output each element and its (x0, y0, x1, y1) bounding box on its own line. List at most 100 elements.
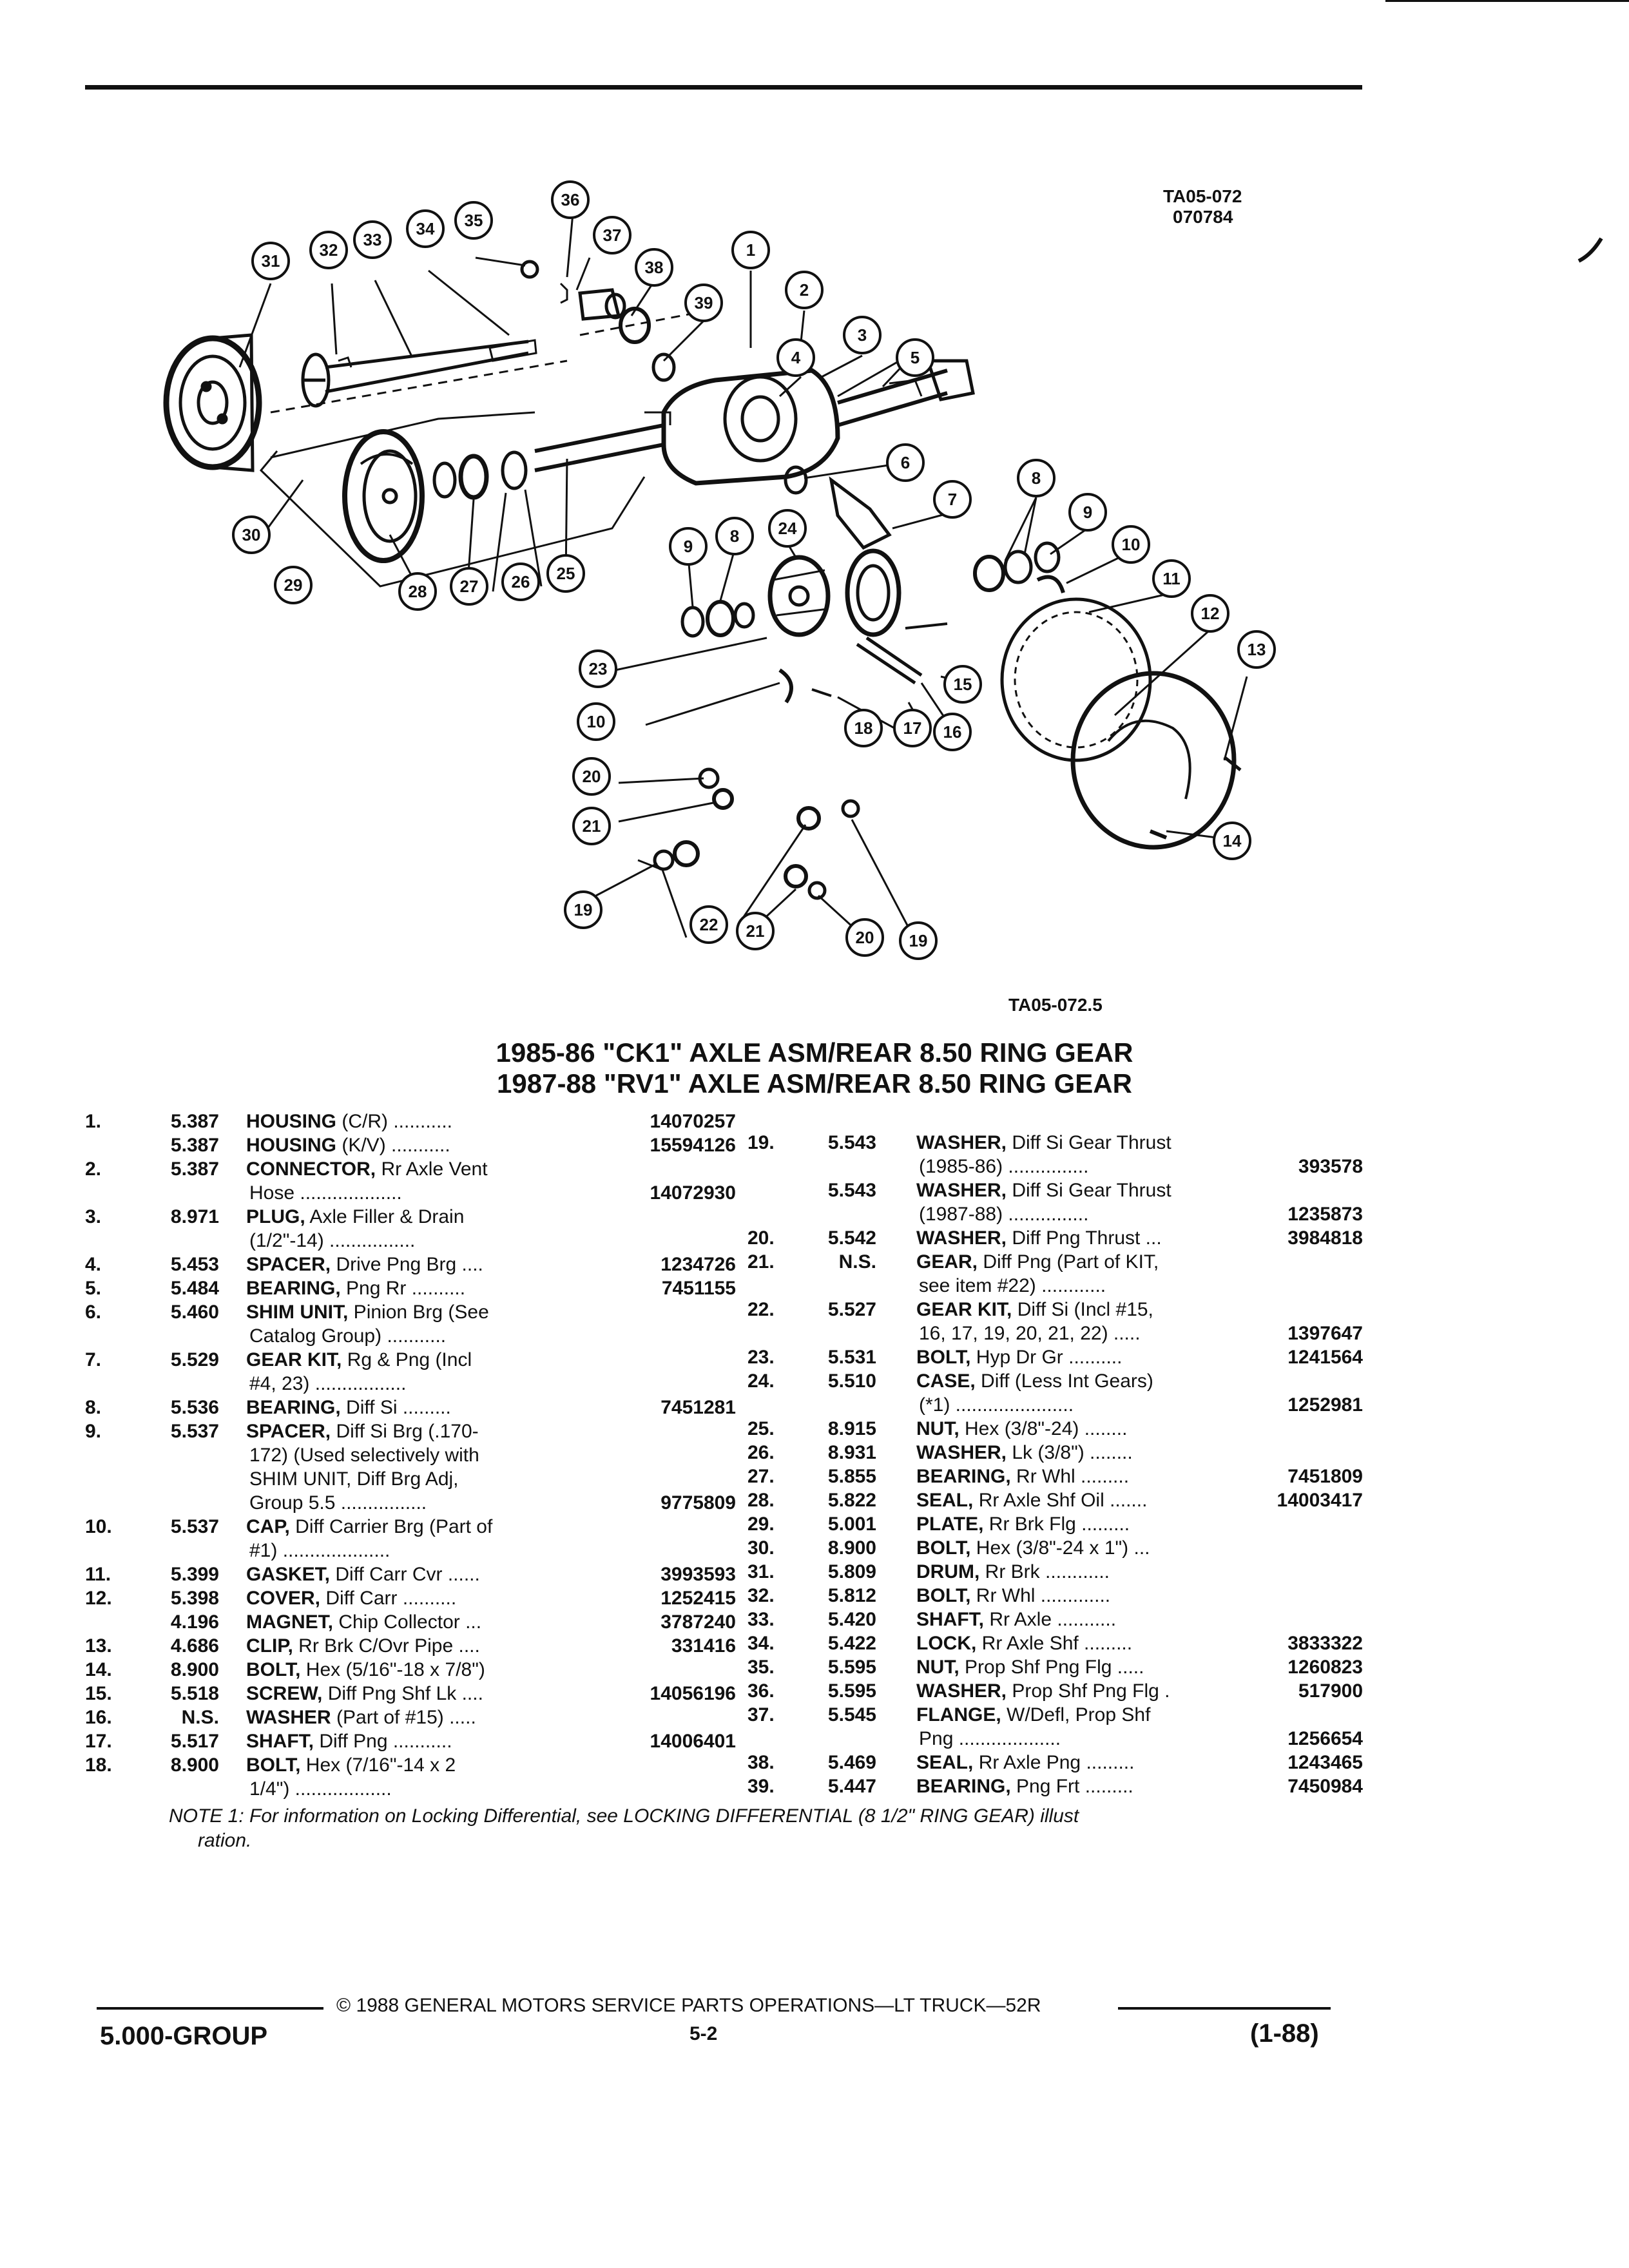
group-number: 5.595 (827, 1680, 876, 1702)
item-description: (1985-86) ............... (919, 1155, 1088, 1178)
item-description: CASE, Diff (Less Int Gears) (916, 1369, 1153, 1393)
parts-list-row: Group 5.5 ................9775809 (85, 1491, 736, 1515)
group-number: 5.460 (170, 1302, 219, 1323)
group-number: 5.543 (827, 1132, 876, 1153)
group-number: 5.510 (827, 1370, 876, 1392)
item-detail: Hex (3/8"-24 x 1") ... (970, 1537, 1150, 1559)
part-number: 15594126 (650, 1135, 736, 1156)
footer-rule-right (1118, 2007, 1331, 2010)
item-name: SCREW, (246, 1683, 323, 1704)
svg-text:29: 29 (284, 575, 303, 595)
item-name: SPACER, (246, 1254, 331, 1275)
item-name: SHIM UNIT, (246, 1302, 349, 1323)
item-description: COVER, Diff Carr .......... (246, 1586, 456, 1610)
parts-list-row: 172) (Used selectively with (85, 1443, 736, 1467)
group-number: 5.420 (827, 1609, 876, 1630)
item-detail: Drive Png Brg .... (331, 1254, 483, 1275)
item-description: NUT, Hex (3/8"-24) ........ (916, 1417, 1127, 1441)
group-number: 5.537 (170, 1421, 219, 1442)
group-number: 5.822 (827, 1490, 876, 1511)
item-description: Group 5.5 ................ (249, 1491, 427, 1515)
part-number: 1243465 (1287, 1752, 1363, 1773)
item-description: PLUG, Axle Filler & Drain (246, 1205, 464, 1229)
item-name: BOLT, (246, 1659, 301, 1680)
item-description: WASHER (Part of #15) ..... (246, 1706, 476, 1729)
item-detail: Diff Carr .......... (320, 1588, 457, 1609)
item-detail: Lk (3/8") ........ (1007, 1442, 1133, 1463)
item-number: 17. (85, 1731, 112, 1752)
item-description: 172) (Used selectively with (249, 1443, 479, 1467)
item-description: CAP, Diff Carrier Brg (Part of (246, 1515, 492, 1539)
svg-text:19: 19 (909, 931, 928, 950)
parts-list-row: #4, 23) ................. (85, 1372, 736, 1396)
item-detail: (1985-86) ............... (919, 1156, 1089, 1177)
item-description: PLATE, Rr Brk Flg ......... (916, 1512, 1130, 1536)
svg-text:14: 14 (1223, 831, 1242, 850)
item-detail: Hyp Dr Gr .......... (970, 1347, 1123, 1368)
item-detail: Diff Si Gear Thrust (1007, 1132, 1171, 1153)
svg-text:32: 32 (320, 240, 338, 260)
item-detail: Diff Si Gear Thrust (1007, 1180, 1171, 1201)
item-name: NUT, (916, 1418, 959, 1439)
note-line2: ration. (198, 1830, 252, 1851)
item-name: WASHER, (916, 1680, 1007, 1702)
svg-text:21: 21 (583, 816, 601, 836)
svg-text:2: 2 (800, 280, 809, 300)
item-number: 12. (85, 1588, 112, 1609)
group-number: 5.543 (827, 1180, 876, 1201)
item-number: 32. (747, 1585, 775, 1606)
note: NOTE 1: For information on Locking Diffe… (169, 1804, 1490, 1853)
callout-numbers: 31 32 33 34 35 36 37 38 39 1 2 3 4 5 6 7… (242, 190, 1266, 950)
item-description: GASKET, Diff Carr Cvr ...... (246, 1562, 480, 1586)
item-name: COVER, (246, 1588, 321, 1609)
item-number: 37. (747, 1704, 775, 1725)
footer-copyright: © 1988 GENERAL MOTORS SERVICE PARTS OPER… (336, 1995, 1041, 2016)
item-description: #1) .................... (249, 1539, 390, 1562)
svg-text:33: 33 (363, 230, 382, 249)
svg-text:36: 36 (561, 190, 580, 209)
item-detail: (K/V) ........... (336, 1135, 450, 1156)
item-number: 4. (85, 1254, 102, 1275)
note-line1: NOTE 1: For information on Locking Diffe… (169, 1805, 1079, 1827)
item-detail: Png ................... (919, 1728, 1061, 1749)
footer-page-number: 5-2 (689, 2023, 718, 2044)
item-number: 7. (85, 1349, 102, 1370)
item-description: HOUSING (K/V) ........... (246, 1133, 450, 1157)
item-description: WASHER, Diff Si Gear Thrust (916, 1178, 1171, 1202)
parts-list-row: 1/4") .................. (85, 1777, 736, 1801)
item-detail: Diff Png Shf Lk .... (322, 1683, 483, 1704)
item-detail: Chip Collector ... (333, 1611, 482, 1633)
svg-text:1: 1 (746, 240, 755, 260)
item-description: Png ................... (919, 1727, 1061, 1751)
item-detail: Rr Axle Shf Oil ....... (973, 1490, 1148, 1511)
item-detail: Diff (Less Int Gears) (975, 1370, 1153, 1392)
item-description: BOLT, Hex (7/16"-14 x 2 (246, 1753, 456, 1777)
svg-text:31: 31 (262, 251, 280, 271)
group-number: 5.001 (827, 1514, 876, 1535)
group-number: 5.453 (170, 1254, 219, 1275)
item-description: GEAR, Diff Png (Part of KIT, (916, 1250, 1159, 1274)
svg-text:5: 5 (911, 348, 920, 367)
brake-drum-drawing (163, 333, 262, 472)
item-number: 10. (85, 1516, 112, 1537)
svg-text:24: 24 (778, 519, 797, 538)
item-detail: Rr Axle Png ......... (973, 1752, 1135, 1773)
item-name: PLUG, (246, 1206, 305, 1227)
svg-text:18: 18 (854, 718, 873, 738)
parts-list-row: see item #22) ............ (747, 1274, 1363, 1298)
item-detail: Rr Brk C/Ovr Pipe .... (293, 1635, 480, 1657)
group-number: 5.812 (827, 1585, 876, 1606)
item-name: BOLT, (916, 1537, 971, 1559)
part-number: 14070257 (650, 1111, 736, 1132)
item-description: SPACER, Drive Png Brg .... (246, 1253, 483, 1276)
item-name: BOLT, (916, 1347, 971, 1368)
item-number: 11. (85, 1564, 111, 1585)
